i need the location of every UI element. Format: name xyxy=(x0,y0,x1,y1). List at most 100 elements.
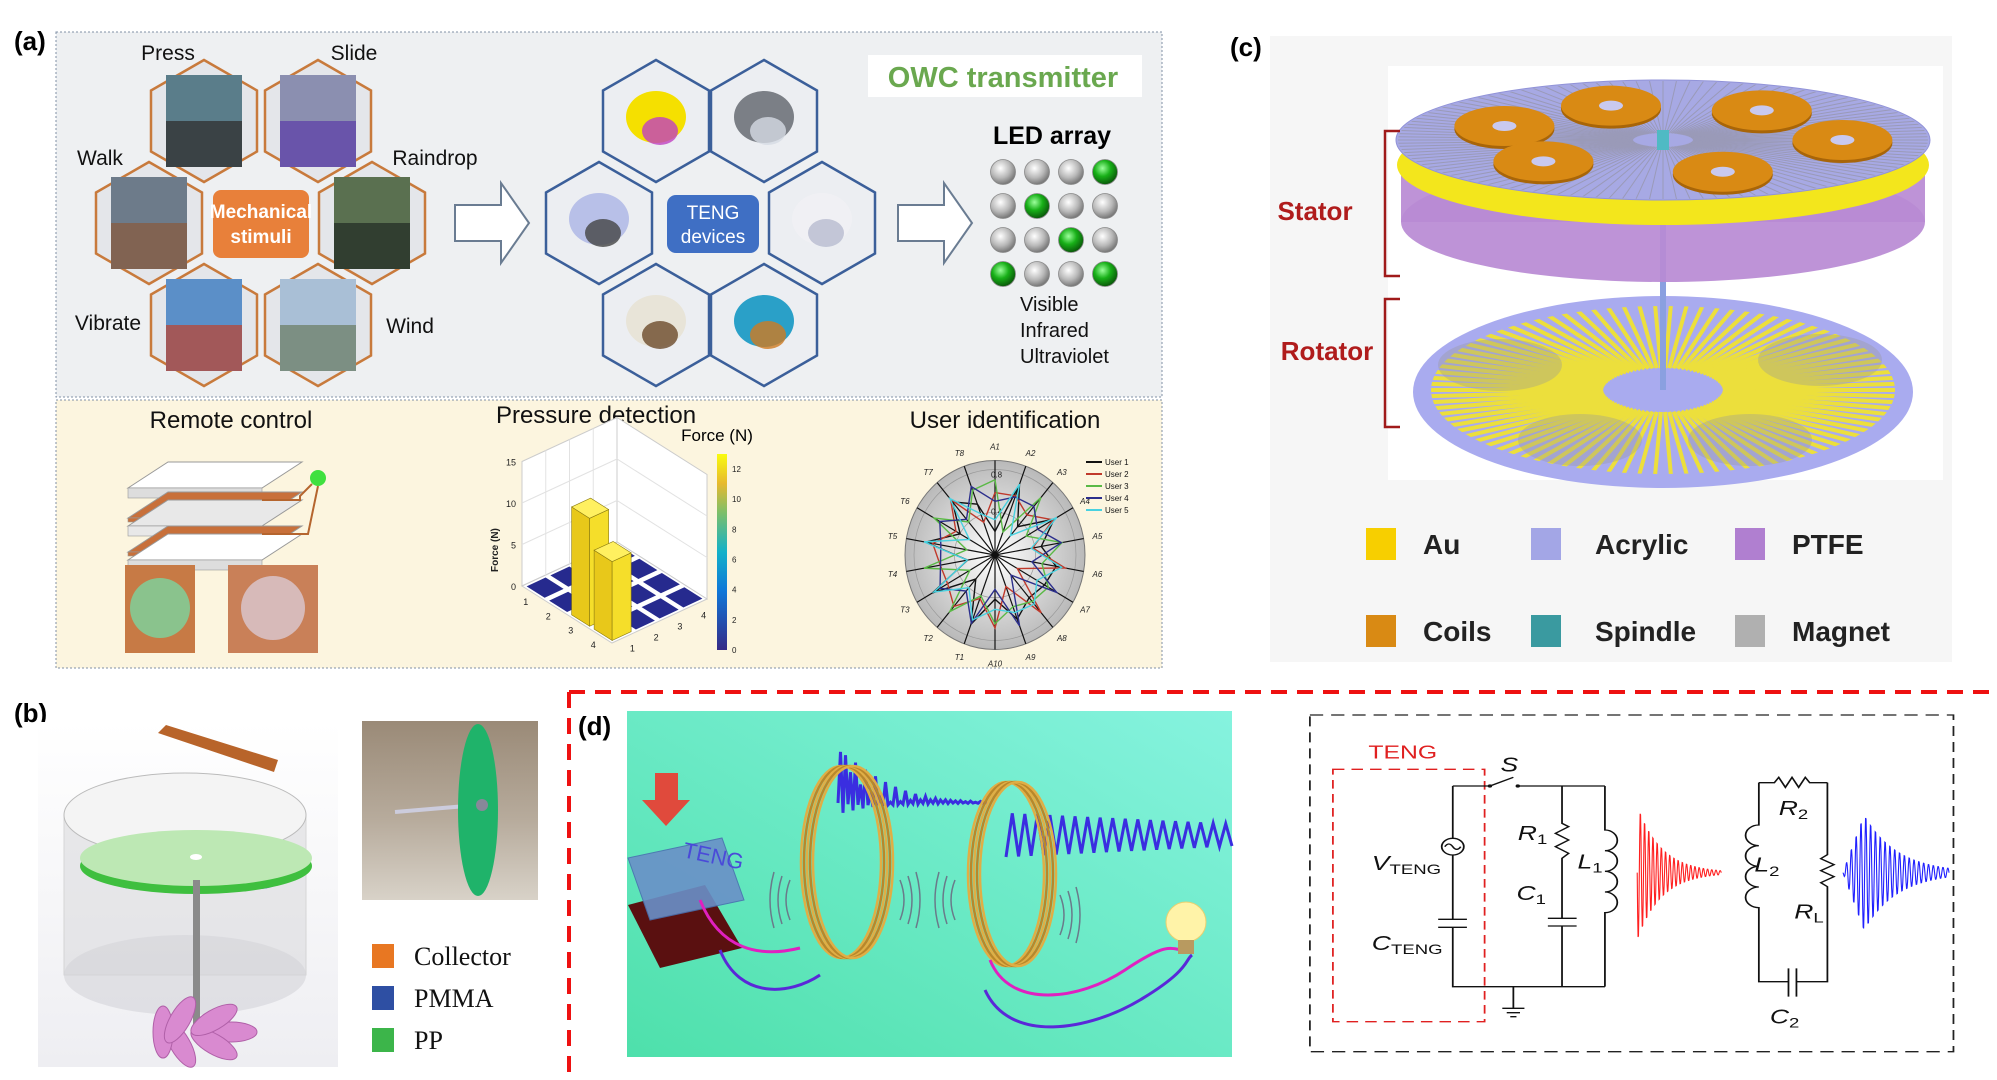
au-electrode xyxy=(1699,405,1812,463)
stator-electrode xyxy=(1671,81,1747,134)
r2-label-main: R xyxy=(1779,797,1798,819)
colorbar-tick-label: 8 xyxy=(732,525,737,534)
rl-label-main: R xyxy=(1794,900,1813,922)
z-tick-label: 0 xyxy=(511,582,516,592)
bracket xyxy=(1383,129,1400,429)
led-glow xyxy=(310,470,326,486)
teng-device-hexagon xyxy=(709,262,819,388)
signal-arc xyxy=(1059,894,1065,936)
signal-arc xyxy=(777,875,783,925)
stator-electrode xyxy=(1665,81,1692,134)
rotator-label: Rotator xyxy=(1281,336,1373,366)
legend-label: User 4 xyxy=(1105,494,1129,503)
stator-electrode xyxy=(1685,144,1864,182)
au-electrode xyxy=(1719,357,1889,385)
stator-electrode xyxy=(1648,146,1662,199)
signal-arc xyxy=(785,879,791,921)
au-electrode xyxy=(1432,394,1606,417)
r1-label: R1 xyxy=(1518,822,1548,847)
pressure-detection-title: Pressure detection xyxy=(496,402,696,429)
coil-hole xyxy=(1492,120,1517,131)
panel-labels: (a)(b)(c)(d) xyxy=(14,26,1262,741)
transmitter-coil xyxy=(799,764,895,960)
led-off xyxy=(1058,159,1084,185)
led-off xyxy=(1024,227,1050,253)
l1-label-subscript: 1 xyxy=(1592,861,1602,876)
y-tick-label: 3 xyxy=(677,622,682,632)
au-electrode xyxy=(1603,410,1651,474)
radar-axis-label: A1 xyxy=(989,443,1000,452)
panel-d: TENG xyxy=(627,711,1234,1057)
au-electrode xyxy=(1695,313,1799,374)
au-electrode xyxy=(1719,395,1889,423)
device-photo xyxy=(362,721,538,900)
shaft xyxy=(193,880,200,1030)
teng-devices-label: devices xyxy=(681,227,745,248)
led-off xyxy=(1092,227,1118,253)
colorbar-tick-label: 0 xyxy=(732,646,737,655)
radar-axis-label: A2 xyxy=(1025,449,1036,458)
au-electrode xyxy=(1501,404,1624,459)
rl-label: RL xyxy=(1794,900,1824,925)
colorbar-tick-label: 10 xyxy=(732,495,741,504)
led-off-photo-detail xyxy=(241,576,305,640)
led-on xyxy=(990,261,1016,287)
au-electrode xyxy=(1688,408,1770,473)
radar-spoke xyxy=(916,554,996,603)
wire-magenta xyxy=(988,946,1186,997)
au-electrode xyxy=(1619,410,1655,474)
radar-axis-label: T7 xyxy=(923,468,933,477)
radar-spoke xyxy=(994,554,1054,628)
stimulus-label: Walk xyxy=(77,147,123,170)
teng-box-label: TENG xyxy=(1368,741,1437,762)
au-electrode xyxy=(1699,317,1812,375)
press-arrow-icon xyxy=(642,773,690,826)
led-type-label: Infrared xyxy=(1020,320,1089,342)
au-electrode xyxy=(1720,363,1894,386)
r2-label-subscript: 2 xyxy=(1798,807,1808,822)
remote-control-title: Remote control xyxy=(150,407,313,434)
au-electrode xyxy=(1431,392,1605,411)
r2-label: R2 xyxy=(1779,797,1809,822)
legend-label: PTFE xyxy=(1792,529,1864,560)
teng-device-hexagon xyxy=(767,160,877,286)
colorbar-label: Force (N) xyxy=(681,426,753,445)
stimulus-label: Raindrop xyxy=(392,147,477,170)
au-electrode xyxy=(1675,410,1723,474)
au-electrode xyxy=(1527,313,1631,374)
stator-electrode xyxy=(1688,143,1890,175)
au-electrode xyxy=(1450,345,1611,382)
legend-label: User 3 xyxy=(1105,482,1129,491)
c_teng-label-main: C xyxy=(1372,932,1392,954)
radar-series-line xyxy=(923,483,1064,622)
teng-device-image-detail xyxy=(642,321,678,349)
au-electrode xyxy=(1695,406,1799,467)
legend-swatch-au xyxy=(1366,528,1396,560)
radar-axis-label: T1 xyxy=(955,653,964,662)
coil-hole xyxy=(1710,166,1735,177)
au-electrode xyxy=(1489,403,1621,455)
legend-swatch-pmma xyxy=(372,986,394,1010)
stator-electrode xyxy=(1670,81,1734,134)
au-electrode xyxy=(1556,408,1638,473)
pressure-bar-face xyxy=(593,549,613,642)
radar-spoke xyxy=(963,466,996,556)
collector-bar xyxy=(158,725,278,772)
signal-arc xyxy=(899,879,905,921)
radar-axis-label: T4 xyxy=(888,570,898,579)
radar-spoke xyxy=(994,554,1027,644)
colorbar-tick-label: 2 xyxy=(732,616,737,625)
signal-arc xyxy=(769,871,775,929)
au-electrode xyxy=(1705,325,1837,377)
au-electrode xyxy=(1468,335,1615,379)
gridline xyxy=(521,458,708,517)
pressure-bar-top xyxy=(570,497,610,519)
stimulus-photo-shade xyxy=(166,121,242,167)
stator-electrode xyxy=(1462,98,1641,136)
wire-magenta xyxy=(698,899,801,954)
pressure-bar-face xyxy=(571,506,590,627)
z-axis-label: Force (N) xyxy=(490,528,501,572)
